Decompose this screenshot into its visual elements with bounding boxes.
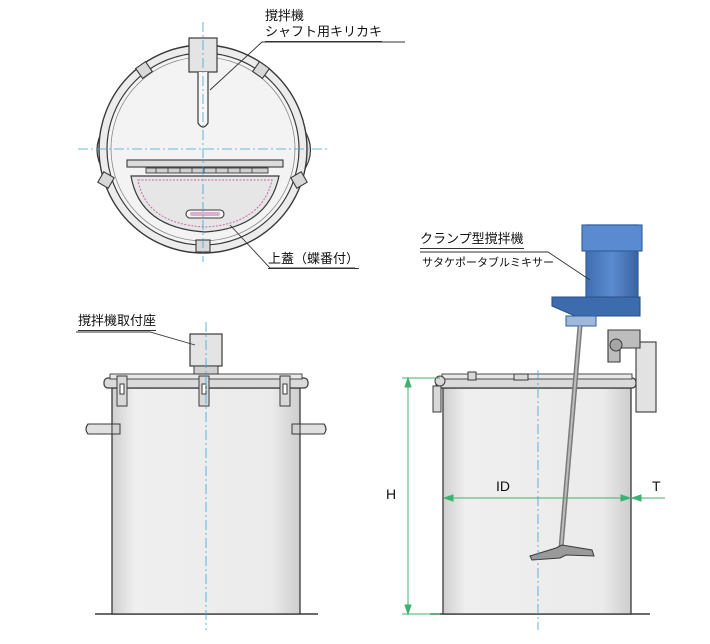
inner-diameter-label: ID — [496, 478, 510, 494]
clamp-mixer-leader — [420, 251, 591, 281]
inner-diameter-dimension — [442, 494, 632, 502]
mixer-label: 撹拌機 — [265, 9, 305, 24]
mount-seat-leader — [76, 331, 196, 346]
side-view-lid — [435, 377, 637, 389]
mixer-gear-housing — [551, 296, 641, 317]
front-view-handle-left — [85, 423, 113, 435]
mixer-impeller — [529, 544, 595, 561]
side-view — [402, 224, 665, 630]
front-view — [85, 322, 327, 630]
top-view-clamps — [97, 60, 308, 253]
portable-mixer-label: サタケポータブルミキサー — [422, 256, 554, 269]
lid-hinge-bar — [126, 159, 284, 168]
mount-seat-label: 撹拌機取付座 — [78, 314, 157, 331]
side-view-tank-body — [442, 387, 632, 615]
front-view-handle-right — [299, 423, 327, 435]
height-dimension — [402, 376, 440, 616]
thickness-dimension — [630, 494, 665, 502]
height-dimension-label: H — [386, 486, 397, 502]
front-view-clamps — [116, 375, 291, 407]
clamp-mixer-label: クランプ型撹拌機 — [420, 232, 524, 249]
thickness-label: T — [652, 478, 661, 494]
shaft-notch-label: シャフト用キリカキ — [265, 25, 383, 42]
top-view-half-lid — [130, 175, 280, 233]
top-view — [78, 22, 330, 262]
mixer-clamp-bracket — [635, 341, 657, 413]
lid-label: 上蓋（蝶番付） — [268, 252, 360, 269]
